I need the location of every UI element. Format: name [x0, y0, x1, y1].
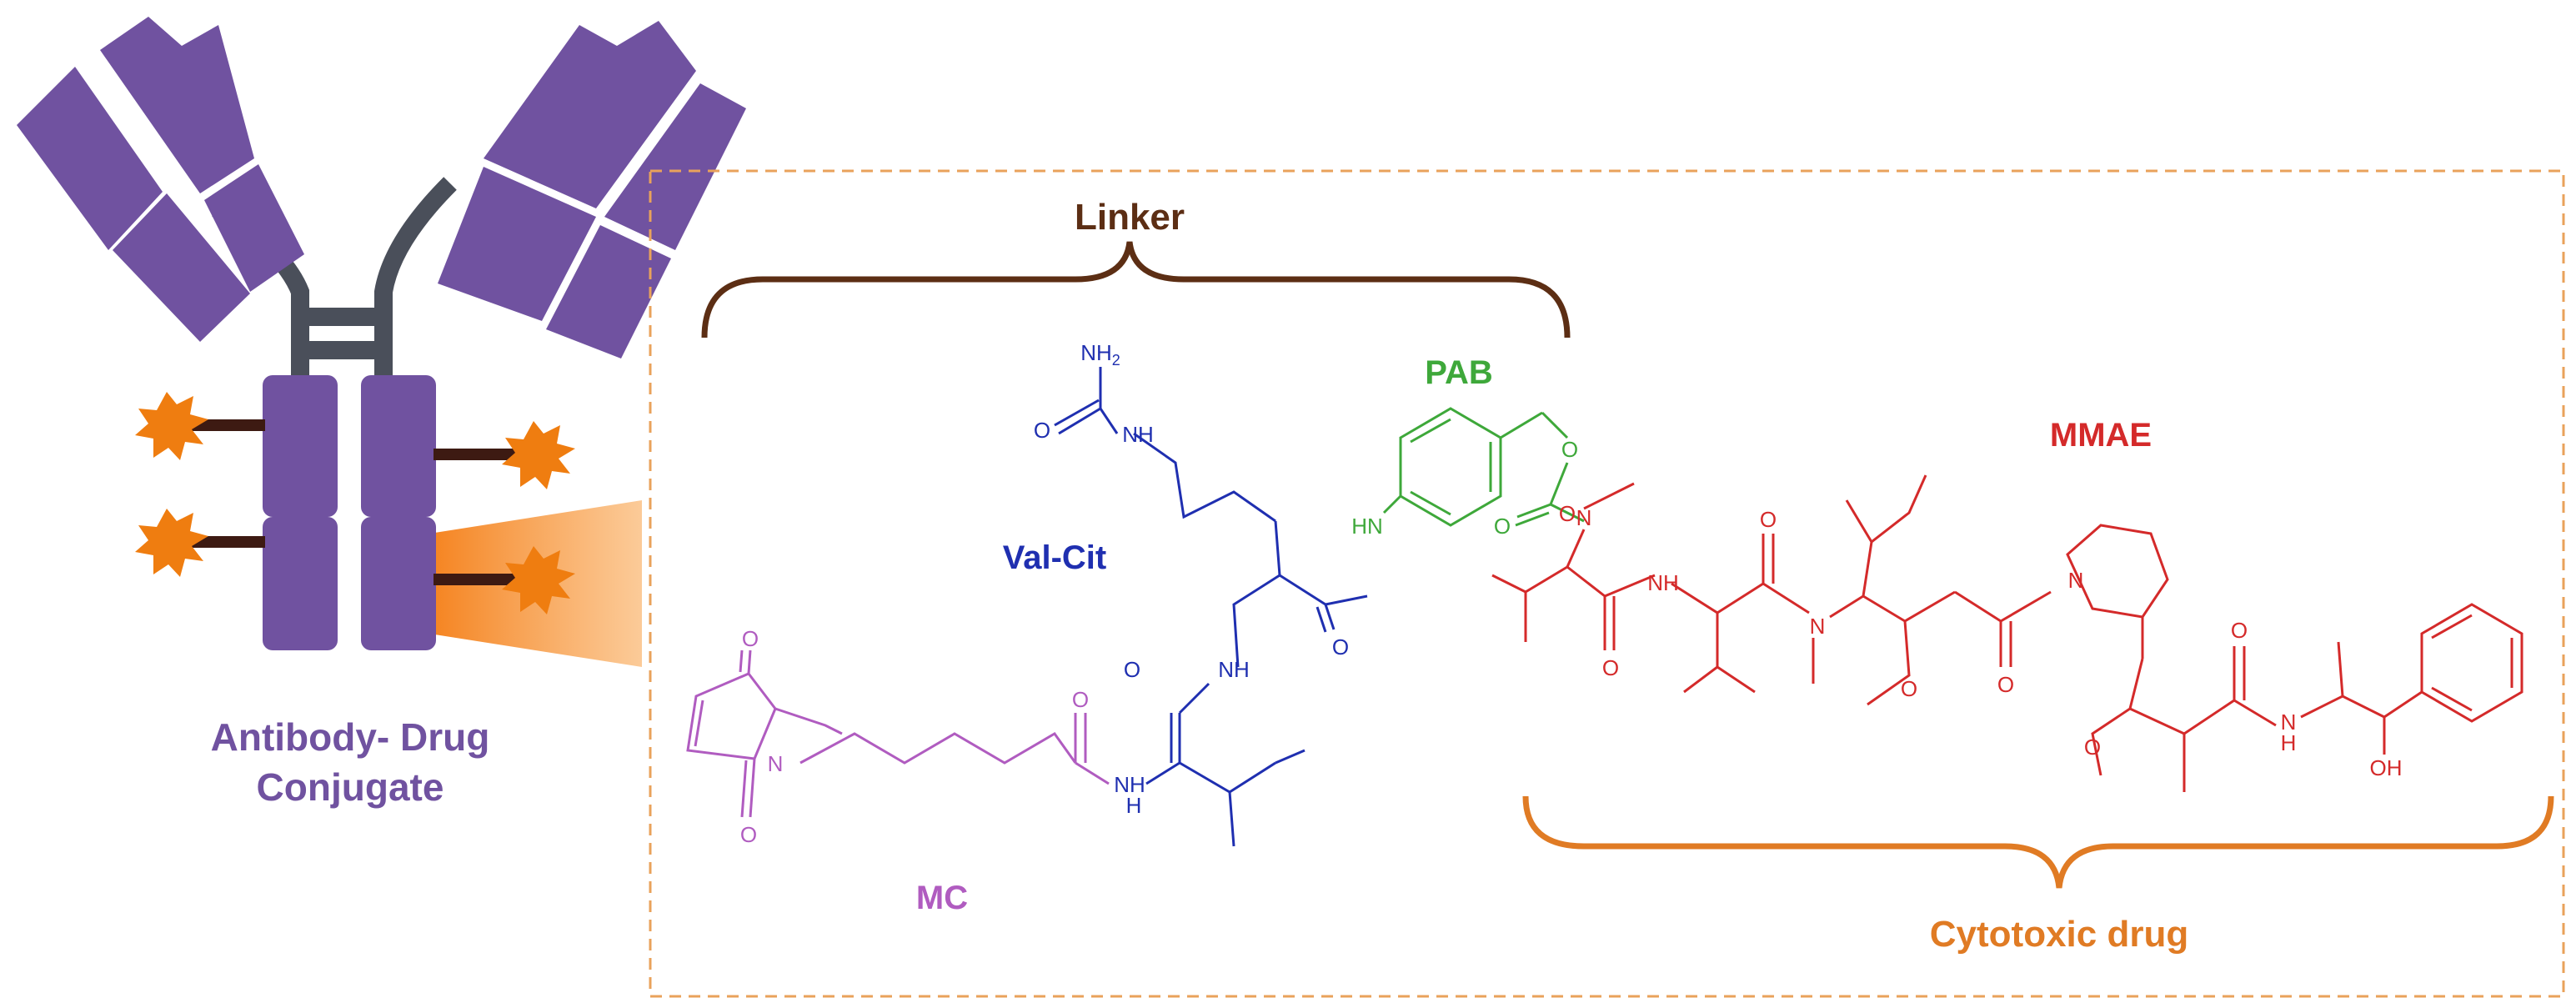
- valcit-nh-atom: NH: [1218, 657, 1250, 682]
- fab-arm-left: [17, 17, 304, 342]
- cytotoxic-brace: [1522, 795, 2554, 889]
- mmae-nh-atom: NH: [1647, 570, 1679, 595]
- valcit-o-atom: O: [1124, 657, 1140, 682]
- fc-region: [263, 375, 436, 650]
- antibody-caption-line2: Conjugate: [257, 765, 444, 809]
- mc-label: MC: [916, 880, 968, 916]
- pab-hn-atom: HN: [1351, 514, 1383, 539]
- star-icon: [135, 509, 208, 577]
- mmae-n-atom: N: [1810, 614, 1826, 639]
- mmae-oh-atom: OH: [2370, 755, 2403, 780]
- mmae-o-atom: O: [2231, 618, 2248, 643]
- mmae-n-atom: N: [1576, 505, 1592, 530]
- valcit-nh-atom: NH: [1114, 772, 1145, 797]
- linker-brace: [701, 241, 1571, 339]
- valcit-nh-atom: NH: [1122, 422, 1154, 447]
- antibody-caption-line1: Antibody- Drug: [211, 715, 490, 759]
- pab-o-atom: O: [1561, 437, 1578, 462]
- valcit-o-atom: O: [1034, 418, 1050, 443]
- mmae-nh-atom: N: [2281, 710, 2297, 735]
- valcit-o-atom: O: [1332, 634, 1349, 659]
- nh2-subscript: 2: [1112, 352, 1120, 369]
- cytotoxic-label: Cytotoxic drug: [1930, 914, 2188, 955]
- mmae-o-atom: O: [2084, 735, 2101, 760]
- mmae-o-atom: O: [1760, 507, 1777, 532]
- mc-o-atom: O: [1072, 687, 1089, 712]
- pab-structure: [1382, 407, 1585, 527]
- pab-o-atom: O: [1494, 514, 1511, 539]
- fab-arm-right: [438, 21, 746, 359]
- star-icon: [135, 392, 208, 460]
- mmae-label: MMAE: [2050, 417, 2152, 454]
- mc-structure: [686, 649, 1110, 818]
- nh2-main: NH: [1080, 340, 1112, 365]
- valcit-label: Val-Cit: [1003, 539, 1106, 576]
- mmae-o-atom: O: [1559, 501, 1576, 526]
- mmae-structure: [1491, 474, 2523, 792]
- valcit-nh2-atom: NH2: [1080, 340, 1120, 369]
- zoom-frame: [649, 169, 2565, 998]
- mc-o-atom: O: [740, 822, 757, 847]
- mc-n-atom: N: [768, 751, 784, 776]
- mmae-o-atom: O: [1901, 676, 1917, 701]
- mmae-h-atom: H: [2281, 730, 2297, 755]
- mc-o-atom: O: [742, 626, 759, 651]
- antibody: Antibody- Drug Conjugate: [17, 17, 746, 809]
- star-icon: [502, 546, 575, 614]
- mmae-o-atom: O: [1997, 672, 2014, 697]
- mmae-o-atom: O: [1602, 655, 1619, 680]
- valcit-h-atom: H: [1126, 793, 1142, 818]
- valcit-structure: [1054, 367, 1368, 847]
- mmae-n-atom: N: [2068, 568, 2084, 593]
- drug-payloads: [135, 392, 575, 614]
- star-icon: [502, 421, 575, 489]
- linker-label: Linker: [1075, 197, 1185, 238]
- pab-label: PAB: [1425, 354, 1492, 391]
